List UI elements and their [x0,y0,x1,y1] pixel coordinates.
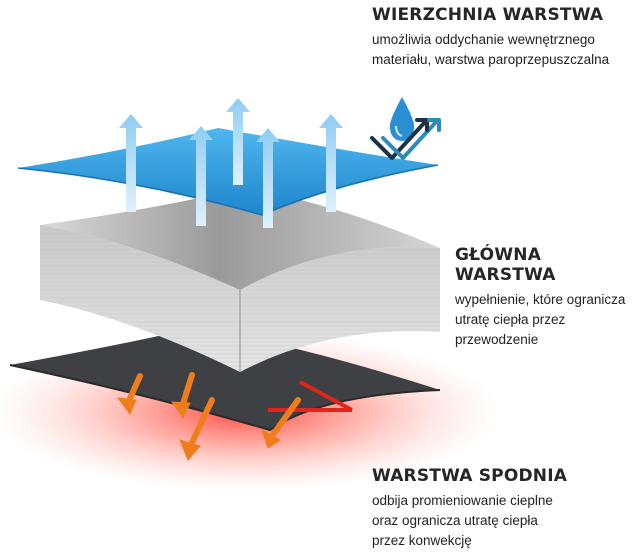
vapor-arrow-4 [256,128,280,228]
bottom-layer-edge [9,364,441,432]
vapor-arrows [119,98,343,228]
middle-layer-title: GŁÓWNA WARSTWA [455,245,556,285]
bottom-layer [10,328,440,430]
top-layer-line-2: materiału, warstwa paroprzepuszczalna [372,52,610,67]
top-layer-edge [17,164,439,216]
moisture-outflow-arrows-icon [370,118,441,160]
water-drop-highlight [395,125,403,137]
middle-layer-label: GŁÓWNA WARSTWA wypełnienie, które ograni… [455,245,635,350]
vapor-arrow-5 [319,114,343,212]
heat-ray-red-2 [299,380,353,412]
top-layer-line-1: umożliwia oddychanie wewnętrznego [372,32,595,47]
bottom-layer-title: WARSTWA SPODNIA [372,466,568,486]
top-layer-title: WIERZCHNIA WARSTWA [372,5,604,25]
water-drop-icon [389,97,415,141]
middle-layer-line-1: wypełnienie, które ogranicza [455,292,626,307]
top-layer-label: WIERZCHNIA WARSTWA umożliwia oddychanie … [372,5,609,70]
middle-layer-line-2: utratę ciepła przez przewodzenie [455,312,566,347]
vapor-arrow-2 [189,126,213,226]
bottom-layer-line-1: odbija promieniowanie cieplne [372,493,553,508]
bottom-layer-label: WARSTWA SPODNIA odbija promieniowanie ci… [372,466,567,551]
middle-layer-top [40,188,440,290]
bottom-layer-line-2: oraz ogranicza utratę ciepła [372,513,538,528]
bottom-layer-line-3: przez konwekcję [372,533,472,548]
heat-arrows [116,372,353,461]
vapor-arrow-3 [226,98,250,185]
vapor-arrow-1 [119,114,143,212]
